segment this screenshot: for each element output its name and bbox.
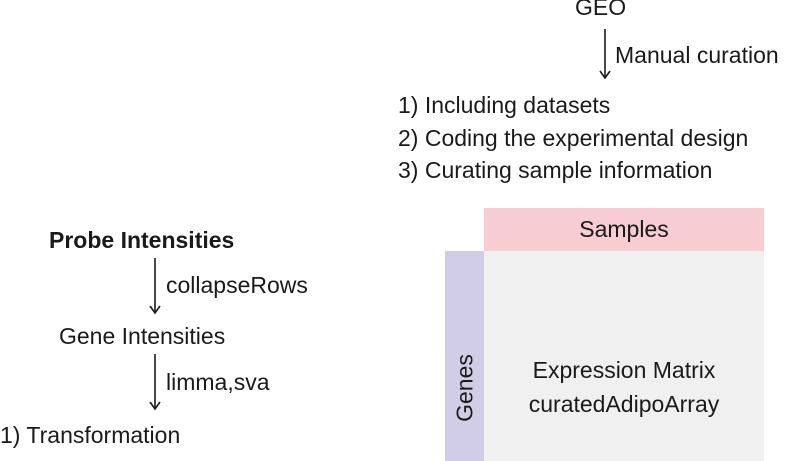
samples-header: Samples xyxy=(484,208,764,251)
arrow-down-icon xyxy=(149,354,161,411)
arrow-down-icon xyxy=(149,258,161,315)
curation-step-2: 2) Coding the experimental design xyxy=(398,125,749,151)
collapse-rows-label: collapseRows xyxy=(166,272,308,298)
matrix-subtitle: curatedAdipoArray xyxy=(528,391,720,417)
arrow-down-icon xyxy=(599,29,611,80)
gene-intensities-label: Gene Intensities xyxy=(59,323,226,349)
matrix-title: Expression Matrix xyxy=(532,357,716,383)
expression-matrix: Expression Matrix curatedAdipoArray xyxy=(484,251,764,461)
samples-label: Samples xyxy=(579,216,669,242)
processing-step-1: 1) Transformation xyxy=(0,422,181,448)
genes-header: Genes xyxy=(445,251,484,461)
geo-label: GEO xyxy=(575,0,627,20)
curation-step-1: 1) Including datasets xyxy=(398,92,611,118)
curation-step-3: 3) Curating sample information xyxy=(398,157,713,183)
manual-curation-label: Manual curation xyxy=(615,42,779,68)
genes-label: Genes xyxy=(451,354,478,422)
limma-sva-label: limma,sva xyxy=(166,369,270,395)
probe-intensities-label: Probe Intensities xyxy=(49,227,235,253)
